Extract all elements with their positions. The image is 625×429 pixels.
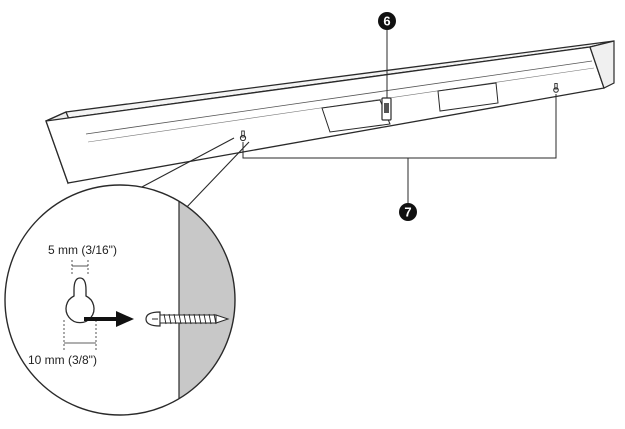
soundbar-edge-line xyxy=(85,60,593,135)
magnifier-border xyxy=(4,184,236,416)
soundbar-right-end xyxy=(589,40,615,89)
slot-width-label: 5 mm (3/16") xyxy=(48,243,117,257)
soundbar-terminal-box xyxy=(437,82,499,112)
keyhole-slot-left xyxy=(239,130,247,142)
soundbar xyxy=(45,40,615,185)
soundbar-switch-knob xyxy=(384,103,389,113)
head-width-label: 10 mm (3/8") xyxy=(28,353,97,367)
screw-icon xyxy=(145,311,230,327)
keyhole-slot-right xyxy=(553,83,559,93)
magnifier-tail-right xyxy=(183,141,250,211)
slot-bracket-line xyxy=(242,94,557,159)
callout-6-number: 6 xyxy=(383,14,390,29)
callout-7-number: 7 xyxy=(404,205,411,220)
detail-magnifier: 5 mm (3/16") 10 mm (3/8") xyxy=(4,184,236,416)
arrow-right-icon xyxy=(84,311,134,327)
magnifier-tail-left xyxy=(139,137,235,189)
callout-6: 6 xyxy=(378,12,396,30)
callout-7: 7 xyxy=(399,203,417,221)
keyhole-slot-icon xyxy=(65,277,95,324)
magnifier-background xyxy=(5,185,235,415)
soundbar-recess-panel xyxy=(321,99,391,133)
